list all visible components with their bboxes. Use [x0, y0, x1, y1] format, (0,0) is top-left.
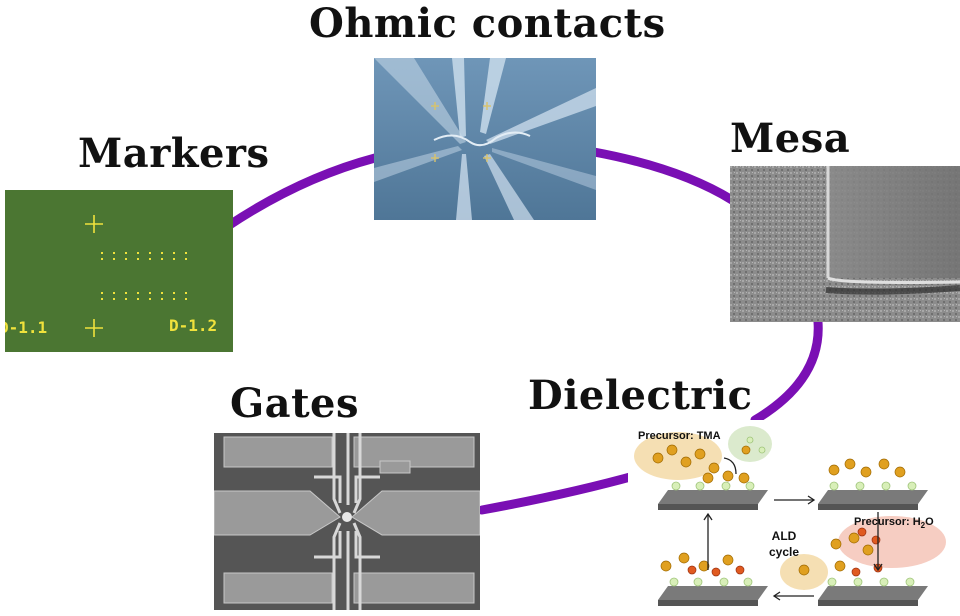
marker-label-right: D-1.2: [169, 316, 218, 335]
markers-title: Markers: [78, 130, 270, 177]
ald-cycle-label: ALD cycle: [762, 528, 806, 560]
dielectric-title: Dielectric: [528, 372, 753, 419]
markers-image: D-1.1 D-1.2: [5, 190, 233, 352]
ohmic-title: Ohmic contacts: [309, 0, 666, 47]
marker-label-left: D-1.1: [5, 318, 48, 337]
dielectric-image: Precursor: TMA Precursor: H2O ALD cycle: [628, 420, 960, 616]
precursor-h2o-suffix: O: [925, 516, 934, 528]
ohmic-image: [374, 58, 596, 220]
ald-line-2: cycle: [768, 545, 800, 559]
gates-title: Gates: [230, 380, 360, 427]
arc-markers-to-ohmic: [223, 153, 380, 231]
precursor-h2o-sub: 2: [920, 521, 926, 531]
mesa-title: Mesa: [730, 115, 851, 162]
precursor-h2o-prefix: Precursor: H: [854, 516, 921, 528]
gates-image: [214, 433, 480, 610]
arc-ohmic-to-mesa: [589, 147, 737, 205]
ald-line-1: ALD: [771, 529, 797, 543]
precursor-tma-label: Precursor: TMA: [638, 430, 721, 442]
precursor-h2o-label: Precursor: H2O: [854, 516, 934, 530]
arc-mesa-to-dielectric: [750, 317, 823, 425]
mesa-image: [730, 166, 960, 322]
